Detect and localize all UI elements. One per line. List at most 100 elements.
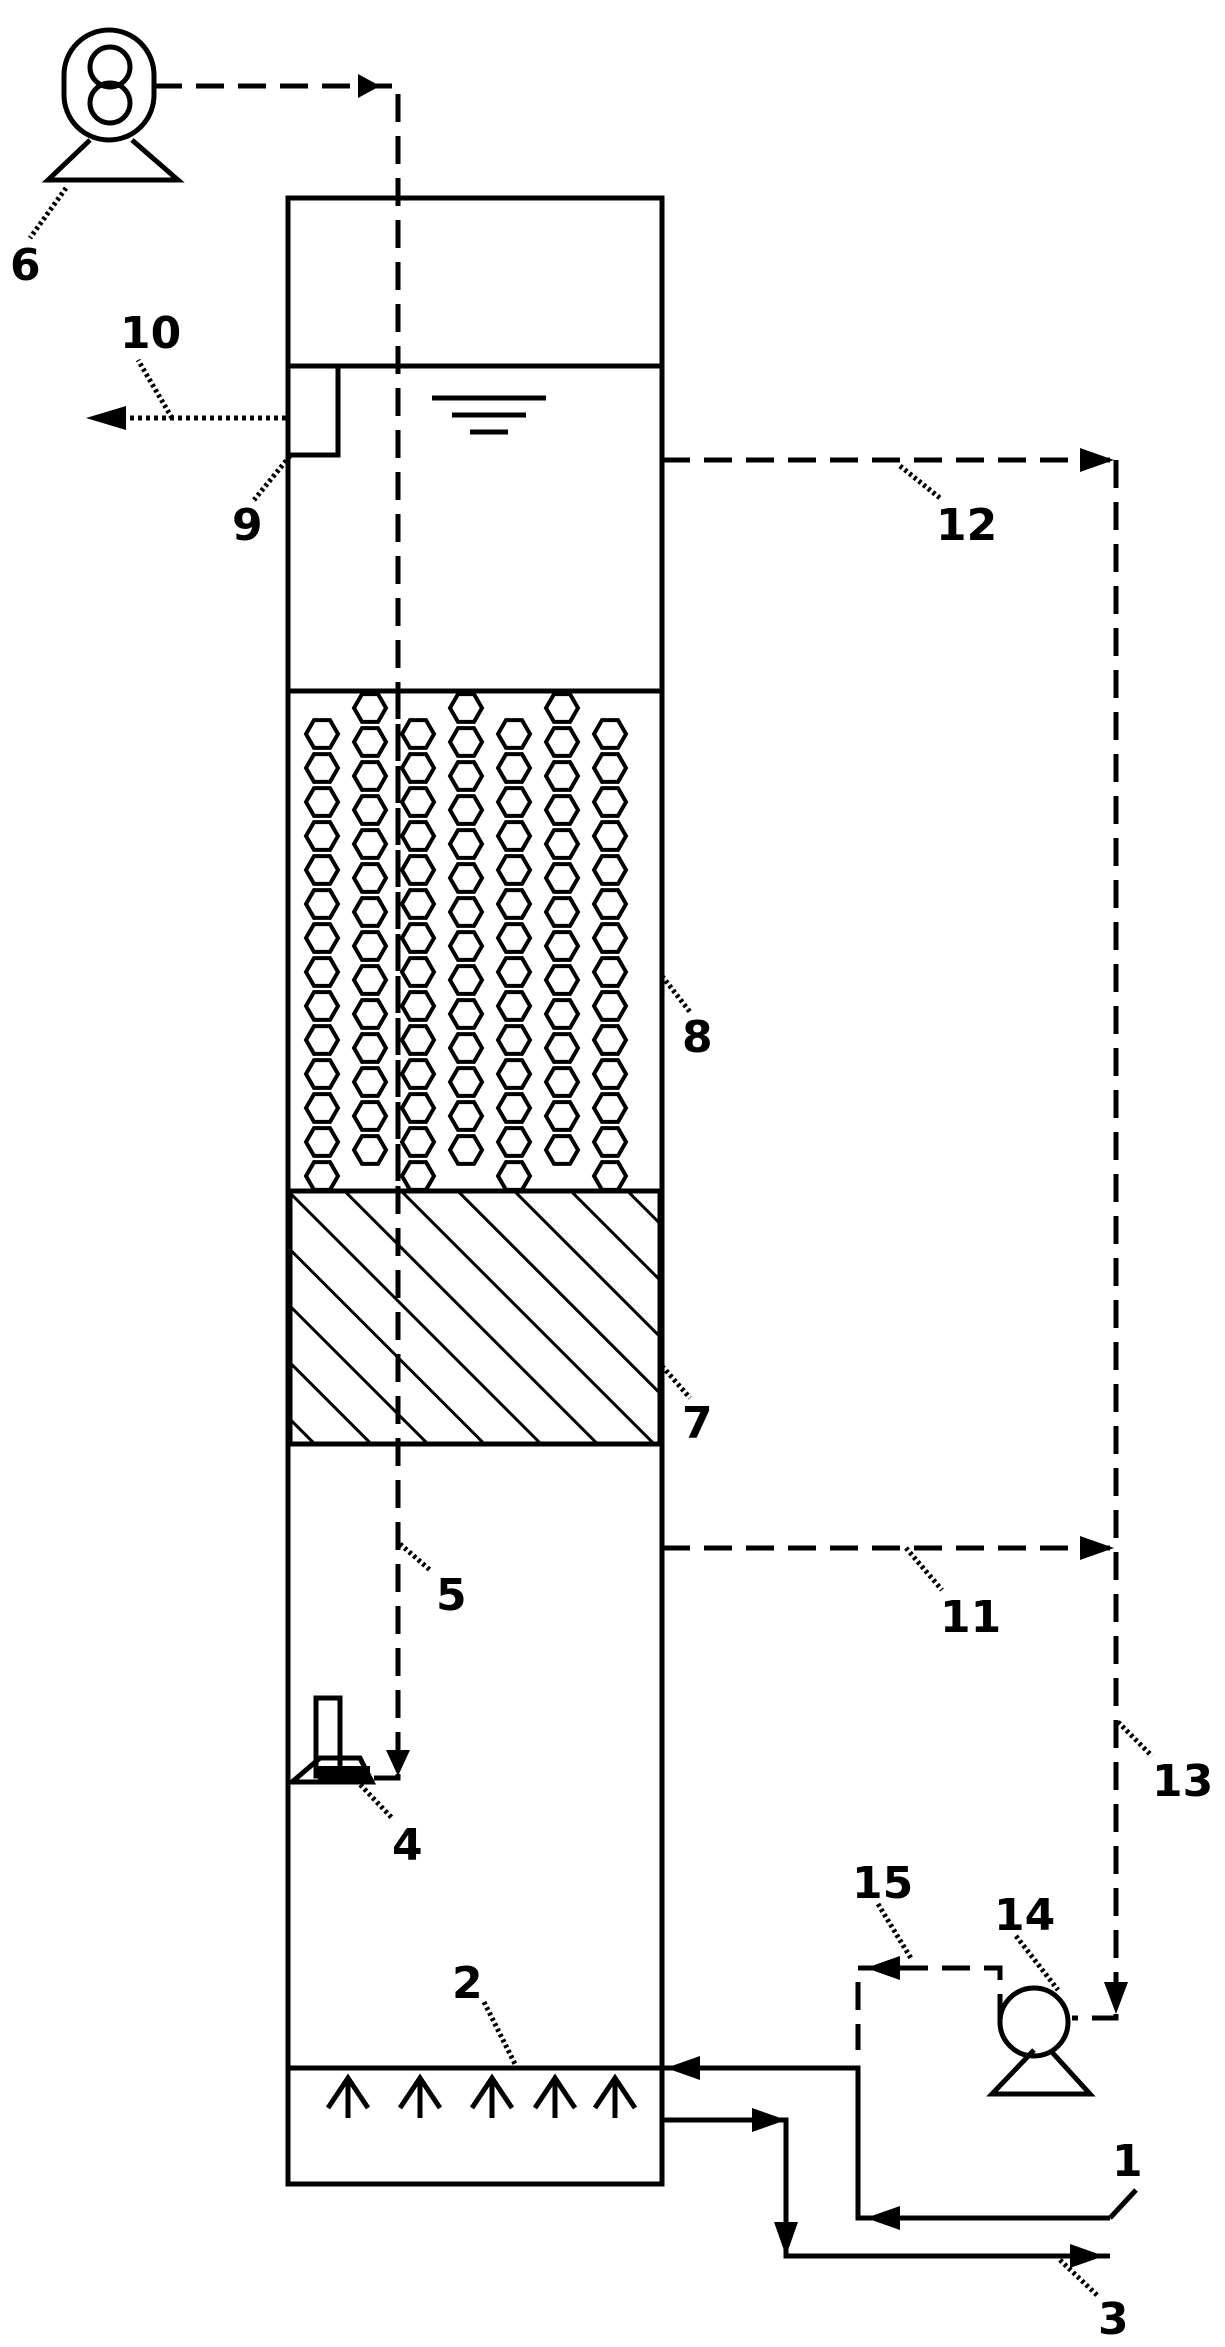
packing-hexagon <box>351 896 389 928</box>
packing-hexagon <box>495 956 533 988</box>
packing-hexagon <box>543 1134 581 1166</box>
packing-hexagon <box>543 760 581 792</box>
packing-hexagon <box>591 786 629 818</box>
packing-hexagon <box>351 1066 389 1098</box>
packing-hexagon <box>399 1024 437 1056</box>
packing-hexagon <box>495 786 533 818</box>
packing-hexagon <box>543 896 581 928</box>
label-1: 1 <box>1112 2136 1143 2187</box>
discharge-arrow-down <box>774 2222 798 2256</box>
label-11: 11 <box>940 1592 1001 1643</box>
label-2: 2 <box>452 1958 483 2009</box>
packing-hexagon <box>543 1066 581 1098</box>
packing-hexagon <box>543 1100 581 1132</box>
packing-hexagon <box>303 888 341 920</box>
aerator <box>285 1695 377 1785</box>
packing-hexagon <box>591 752 629 784</box>
packing-hexagon <box>543 692 581 724</box>
packing-hexagon <box>303 718 341 750</box>
label-8: 8 <box>682 1012 713 1063</box>
recirculation-down-arrow <box>1104 1982 1128 2014</box>
packing-hexagon <box>495 888 533 920</box>
gas-supply-line <box>154 83 401 1781</box>
packing-hexagon <box>447 726 485 758</box>
water-distributor <box>325 2073 638 2118</box>
packing-hexagon <box>495 922 533 954</box>
packing-hexagon <box>351 726 389 758</box>
packing-hexagon <box>495 1126 533 1158</box>
packing-hexagon <box>495 990 533 1022</box>
label-7: 7 <box>682 1398 713 1449</box>
overflow-weir <box>290 366 341 458</box>
packing-hexagon <box>399 990 437 1022</box>
packing-hexagon <box>399 956 437 988</box>
packing-hexagon <box>447 998 485 1030</box>
label-5: 5 <box>436 1570 467 1621</box>
packing-hexagon <box>495 1024 533 1056</box>
upper-recirculation-arrow <box>1080 448 1114 472</box>
packing-hexagon <box>303 1092 341 1124</box>
recirculation-riser <box>1072 460 1119 2021</box>
packing-hexagon <box>495 1160 533 1192</box>
lower-recirculation-arrow <box>1080 1536 1114 1560</box>
packing-hexagon <box>303 990 341 1022</box>
label-3: 3 <box>1098 2294 1129 2342</box>
bypass-arrow <box>866 1956 900 1980</box>
packing-hexagon <box>543 862 581 894</box>
packing-hexagon <box>351 1100 389 1132</box>
influent-inlet-stub <box>1108 2188 1138 2220</box>
influent-arrow <box>866 2206 900 2230</box>
packing-hexagon <box>447 760 485 792</box>
packing-hexagon <box>543 794 581 826</box>
packing-hexagon <box>447 1100 485 1132</box>
packing-hexagon <box>591 1024 629 1056</box>
leader-lines <box>27 186 1154 2298</box>
packing-hexagon <box>591 1092 629 1124</box>
packing-hexagon <box>399 718 437 750</box>
packing-hexagon <box>495 1092 533 1124</box>
packing-hexagon <box>495 718 533 750</box>
packing-hexagon <box>543 1032 581 1064</box>
packing-hexagon <box>495 752 533 784</box>
packing-hexagon <box>399 1160 437 1192</box>
packing-hexagon <box>351 760 389 792</box>
packing-hexagon <box>591 1126 629 1158</box>
packing-hexagon <box>303 956 341 988</box>
packing-hexagon <box>351 692 389 724</box>
packing-hexagon <box>591 820 629 852</box>
packing-hexagon <box>447 828 485 860</box>
support-layer <box>287 1188 663 1447</box>
packing-hexagon <box>399 786 437 818</box>
packing-hexagon <box>351 964 389 996</box>
discharge-arrow-out <box>1070 2244 1104 2268</box>
packing-hexagon <box>447 862 485 894</box>
packing-hexagon <box>543 930 581 962</box>
packing-hexagon <box>351 1134 389 1166</box>
packing-hexagon <box>303 786 341 818</box>
packing-hexagon <box>447 692 485 724</box>
packing-hexagon <box>399 854 437 886</box>
packing-hexagon <box>303 1024 341 1056</box>
packing-hexagon <box>591 1058 629 1090</box>
packing-hexagon <box>351 862 389 894</box>
packing-hexagon <box>399 922 437 954</box>
packing-hexagon <box>399 1058 437 1090</box>
discharge-line <box>662 2117 1110 2259</box>
packing-hexagon <box>303 1058 341 1090</box>
packing-hexagon <box>351 930 389 962</box>
packing-hexagon <box>447 1032 485 1064</box>
label-6: 6 <box>10 240 41 291</box>
packing-hexagon <box>495 854 533 886</box>
packing-hexagon <box>543 828 581 860</box>
packing-hexagon <box>447 930 485 962</box>
packing-hexagon <box>303 854 341 886</box>
packing-hexagon <box>495 820 533 852</box>
label-13: 13 <box>1152 1756 1213 1807</box>
packing-hexagon <box>447 794 485 826</box>
discharge-arrow-right <box>752 2108 786 2132</box>
pump-bypass-line <box>855 1965 1003 2050</box>
packing-hexagon <box>591 888 629 920</box>
gas-flow-arrow-down <box>386 1750 410 1776</box>
label-9: 9 <box>232 500 263 551</box>
water-level-symbol <box>432 395 546 435</box>
